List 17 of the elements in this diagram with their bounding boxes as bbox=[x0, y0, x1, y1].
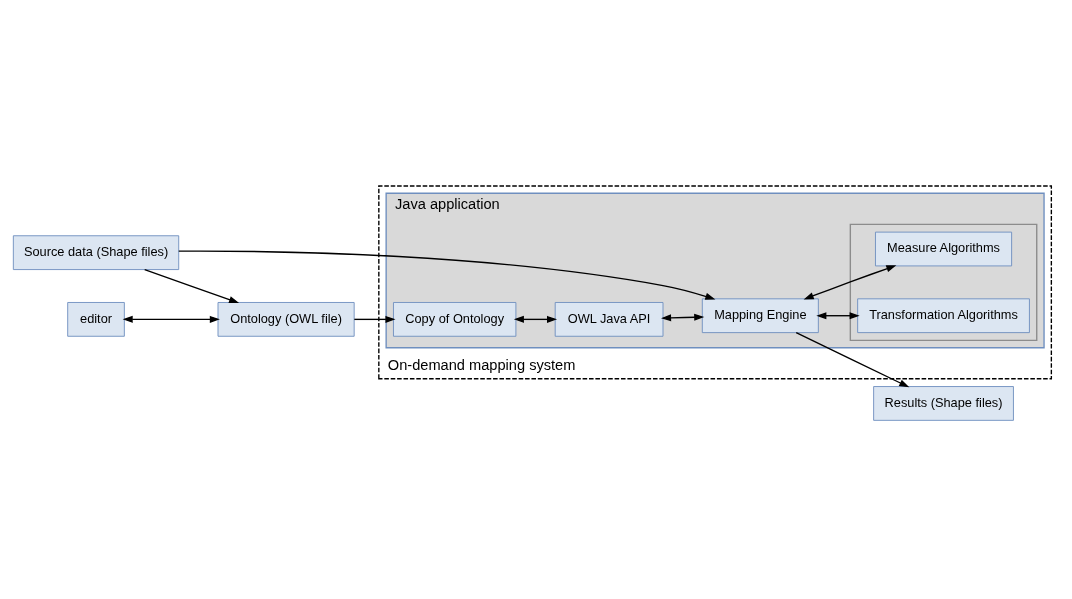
arrow bbox=[816, 312, 860, 320]
node-box: Mapping Engine bbox=[701, 298, 819, 334]
arrow bbox=[803, 265, 897, 300]
arrow bbox=[144, 268, 240, 304]
node-box: Ontology (OWL file) bbox=[217, 302, 355, 337]
node-box: Source data (Shape files) bbox=[12, 235, 180, 271]
arrow bbox=[661, 313, 705, 322]
node-box: Copy of Ontology bbox=[393, 302, 517, 337]
node-box: Transformation Algorithms bbox=[857, 298, 1030, 334]
arrow bbox=[122, 315, 220, 323]
arrow bbox=[178, 250, 716, 300]
arrow bbox=[353, 315, 396, 323]
node-box: Results (Shape files) bbox=[873, 386, 1014, 421]
node-box: OWL Java API bbox=[554, 302, 664, 337]
arrow bbox=[513, 315, 558, 323]
node-box: editor bbox=[67, 302, 125, 337]
node-box: Measure Algorithms bbox=[875, 231, 1013, 267]
